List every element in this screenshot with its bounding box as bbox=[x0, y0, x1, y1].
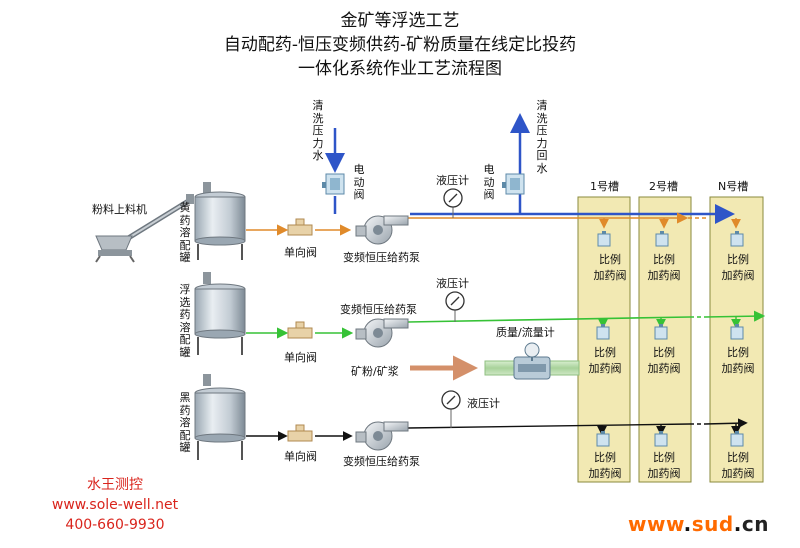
tank1-label: 黄药溶配罐 bbox=[179, 201, 191, 264]
company-website: www.sole-well.net bbox=[51, 497, 179, 513]
tank-header-1: 1号槽 bbox=[590, 180, 619, 193]
check-valve-label-1: 单向阀 bbox=[284, 246, 317, 259]
ratio-valve-label: 比例加药阀 bbox=[647, 253, 681, 282]
check-valve-label-2: 单向阀 bbox=[284, 351, 317, 364]
pump-label-1: 变频恒压给药泵 bbox=[343, 251, 420, 264]
tank-graphic-3 bbox=[194, 374, 246, 460]
pressure-gauge-label-2: 液压计 bbox=[436, 277, 469, 290]
check-valve-graphics bbox=[287, 218, 313, 442]
wash-water-lines bbox=[325, 113, 735, 224]
tank3-label: 黑药溶配罐 bbox=[179, 391, 191, 454]
chemical-line-1 bbox=[246, 212, 741, 236]
ratio-valve-graphics bbox=[596, 231, 744, 447]
flow-meter-label: 质量/流量计 bbox=[496, 326, 555, 339]
watermark-logo: www.sud.cn bbox=[628, 512, 769, 536]
pump-label-2: 变频恒压给药泵 bbox=[340, 303, 417, 316]
pressure-gauge-graphics bbox=[441, 188, 465, 428]
company-phone: 400-660-9930 bbox=[65, 517, 165, 533]
slurry-pipe-graphic bbox=[410, 342, 580, 381]
company-name: 水王测控 bbox=[87, 477, 143, 493]
tank-header-2: 2号槽 bbox=[649, 180, 678, 193]
pump-graphics bbox=[355, 215, 409, 451]
ratio-valve-label: 比例加药阀 bbox=[647, 346, 681, 375]
electric-valve-graphics bbox=[322, 173, 525, 195]
ratio-valve-label: 比例加药阀 bbox=[588, 346, 622, 375]
ratio-valve-label: 比例加药阀 bbox=[721, 253, 755, 282]
electric-valve-label-2: 电动阀 bbox=[483, 163, 495, 201]
wash-water-in-label: 清洗压力水 bbox=[312, 99, 324, 162]
ratio-valve-label: 比例加药阀 bbox=[588, 451, 622, 480]
wash-water-return-label: 清洗压力回水 bbox=[536, 99, 548, 175]
tank-header-n: N号槽 bbox=[718, 180, 749, 193]
electric-valve-label-1: 电动阀 bbox=[353, 163, 365, 201]
title-line-2: 自动配药-恒压变频供药-矿粉质量在线定比投药 bbox=[223, 35, 577, 55]
pressure-gauge-label-3: 液压计 bbox=[467, 397, 500, 410]
title-line-3: 一体化系统作业工艺流程图 bbox=[298, 59, 502, 79]
pump-label-3: 变频恒压给药泵 bbox=[343, 455, 420, 468]
ratio-valve-label: 比例加药阀 bbox=[593, 253, 627, 282]
slurry-label: 矿粉/矿浆 bbox=[351, 365, 399, 378]
ratio-valve-label: 比例加药阀 bbox=[647, 451, 681, 480]
feeder-label: 粉料上料机 bbox=[92, 203, 147, 216]
ratio-valve-label: 比例加药阀 bbox=[721, 451, 755, 480]
tank-graphic-2 bbox=[194, 272, 246, 355]
tank2-label: 浮选药溶配罐 bbox=[179, 283, 191, 359]
title-line-1: 金矿等浮选工艺 bbox=[340, 11, 460, 31]
ratio-valve-label: 比例加药阀 bbox=[721, 346, 755, 375]
check-valve-label-3: 单向阀 bbox=[284, 450, 317, 463]
powder-feeder bbox=[95, 194, 194, 263]
tank-graphic-1 bbox=[194, 182, 246, 260]
pressure-gauge-label-1: 液压计 bbox=[436, 174, 469, 187]
